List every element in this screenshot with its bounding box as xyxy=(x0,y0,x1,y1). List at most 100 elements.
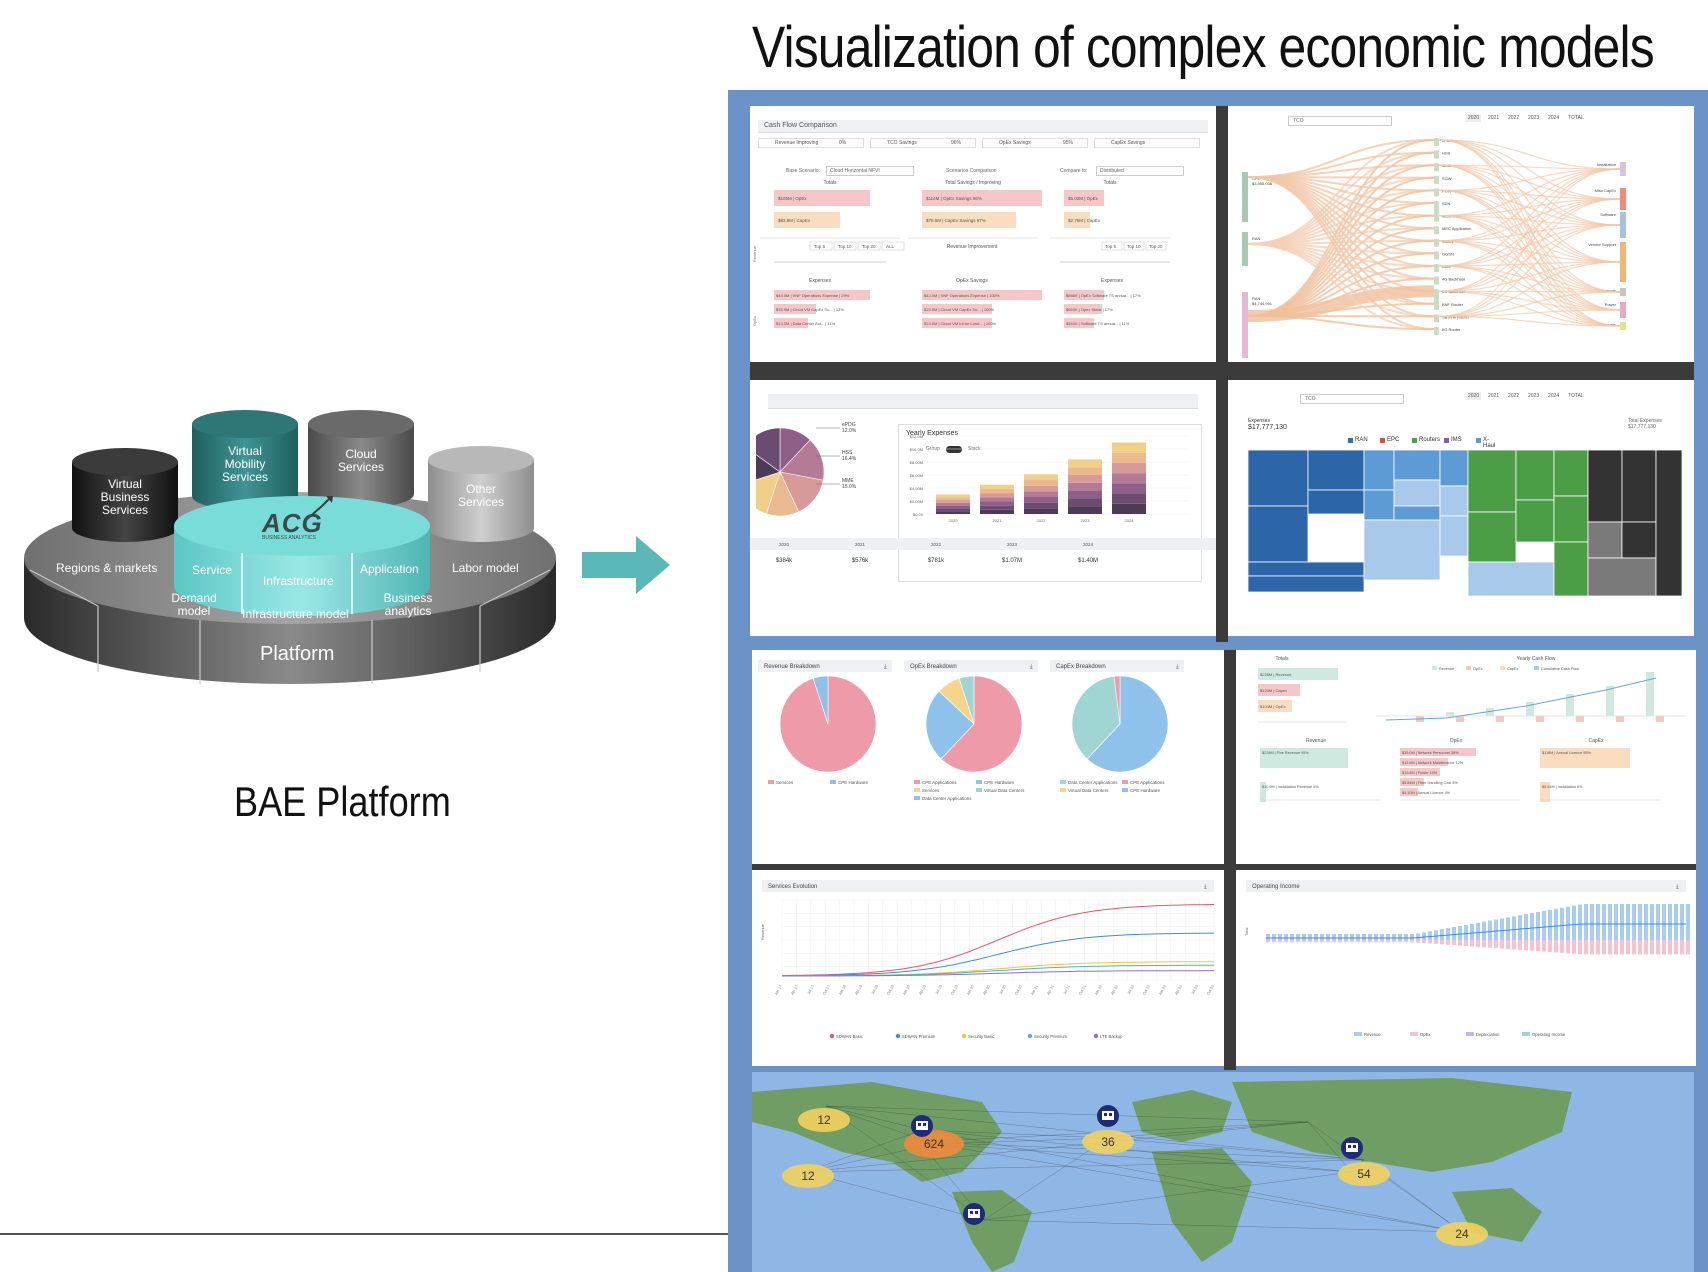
yearly-charts: ePDG12.0%HSS16.4%MME15.0%$0.00$2.00M$4.0… xyxy=(750,410,1216,564)
landmass xyxy=(1232,1078,1572,1172)
year-tab[interactable]: 2024 xyxy=(1548,115,1560,121)
top-button-label: Top 10 xyxy=(838,244,852,249)
connection-line xyxy=(919,1141,1365,1161)
top-button xyxy=(881,241,905,251)
kpi-value: 95% xyxy=(1063,140,1074,146)
sankey-right-label: Power xyxy=(1605,302,1617,307)
top-button xyxy=(809,241,833,251)
expense-bar-label: $15.9M | Cloud VM CapEx Su... | 13% xyxy=(776,307,844,312)
y-tick: $6.00M xyxy=(910,473,923,478)
breakdown-title: Revenue xyxy=(1306,738,1326,744)
base-scenario-select[interactable]: Cloud Horizontal NFVI xyxy=(826,166,914,176)
legend-label: OpEx xyxy=(1473,667,1483,671)
card-header xyxy=(762,880,1214,892)
cashflow-title: Cash Flow Comparison xyxy=(764,122,837,129)
connection-line xyxy=(933,1143,1463,1233)
pie-slice xyxy=(750,427,781,473)
year-tab[interactable]: 2024 xyxy=(1548,393,1560,399)
building-marker-icon xyxy=(911,1115,933,1137)
x-tick: Oct 23 xyxy=(1206,985,1215,996)
legend-swatch xyxy=(1060,788,1066,792)
acg-logo xyxy=(305,496,333,521)
year-tab[interactable]: 2021 xyxy=(1488,393,1500,399)
group-stack-toggle[interactable] xyxy=(946,446,962,453)
x-tick: Jan 23 xyxy=(1158,985,1167,996)
year-tab[interactable]: 2021 xyxy=(1488,115,1500,121)
series-line xyxy=(781,904,1215,976)
pie-label: ePDG xyxy=(842,422,856,428)
sankey-flow xyxy=(1438,164,1621,170)
axis-label-revenue: Revenue xyxy=(752,245,757,262)
legend-swatch xyxy=(1412,438,1417,443)
kpi-value: 0% xyxy=(839,140,847,146)
map-cluster xyxy=(782,1164,834,1188)
year-tab[interactable]: 2023 xyxy=(1528,393,1540,399)
legend-swatch xyxy=(1444,438,1449,443)
sankey-dropdown[interactable]: TCO xyxy=(1288,116,1392,126)
pie-pct: 12.0% xyxy=(842,428,857,434)
stacked-bar-segment xyxy=(1112,462,1146,474)
opex-bar xyxy=(1476,940,1480,947)
sankey-mid-node xyxy=(1434,226,1439,235)
cashflow-bar xyxy=(774,212,840,228)
sankey-left-label: RAN xyxy=(1252,296,1261,301)
pie-label: HSS xyxy=(842,450,853,456)
revenue-bar xyxy=(1638,904,1642,940)
year-tab[interactable]: 2022 xyxy=(1508,393,1520,399)
legend-swatch xyxy=(1500,666,1505,670)
compare-select[interactable]: Distributed xyxy=(1096,166,1184,176)
connection-line xyxy=(921,1129,1353,1173)
year-tab[interactable]: 2020 xyxy=(1466,392,1482,400)
legend-label: RAN xyxy=(1355,437,1368,443)
sankey-mid-node xyxy=(1434,238,1439,247)
year-tab[interactable]: 2023 xyxy=(1528,115,1540,121)
opex-bar xyxy=(1284,940,1288,943)
map-cluster xyxy=(904,1130,964,1158)
revenue-bar xyxy=(1326,934,1330,940)
totals-bar xyxy=(1258,700,1292,712)
opex-bar xyxy=(1332,940,1336,943)
treemap-cell xyxy=(1621,521,1657,559)
sankey-right-label: Misc CapEx xyxy=(1595,188,1616,193)
stacked-bar-segment xyxy=(1112,503,1146,514)
revenue-bar xyxy=(1542,910,1546,940)
cylinder-cloud xyxy=(308,410,414,508)
opex-bar xyxy=(1380,940,1384,943)
legend-label: CPE Hardware xyxy=(1130,788,1161,793)
breakdown-bar-label: $228M | Fixe Revenue 95% xyxy=(1262,751,1309,755)
year-tab[interactable]: TOTAL xyxy=(1568,393,1584,399)
x-tick: Jan 22 xyxy=(1094,985,1103,996)
opex-bar xyxy=(1464,940,1468,947)
treemap-dropdown[interactable]: TCO xyxy=(1300,394,1404,404)
opex-bar xyxy=(1296,940,1300,943)
sankey-flow xyxy=(1438,290,1621,327)
sankey-right-node xyxy=(1620,302,1626,318)
treemap-cell xyxy=(1467,511,1517,563)
y-axis-label: Total xyxy=(1244,927,1249,936)
cashflow-bar xyxy=(922,212,1016,228)
sankey-right-node xyxy=(1620,288,1626,296)
legend-label: OpEx xyxy=(1420,1032,1431,1037)
revenue-bar xyxy=(1290,934,1294,940)
cashflow-bar xyxy=(1064,190,1104,206)
year-tab[interactable]: TOTAL xyxy=(1568,115,1584,121)
revenue-bar xyxy=(1554,908,1558,940)
sankey-flow xyxy=(1438,265,1621,327)
sankey-mid-node xyxy=(1434,301,1439,310)
year-tab[interactable]: 2022 xyxy=(1508,115,1520,121)
revenue-bar xyxy=(1644,904,1648,940)
col-title: Totals xyxy=(823,180,837,186)
opex-bar xyxy=(1458,940,1462,946)
opex-bar xyxy=(1350,940,1354,943)
pie-slice xyxy=(940,675,1023,773)
opex-bar xyxy=(1608,940,1612,955)
pie-card-title: CapEx Breakdown xyxy=(1056,664,1106,670)
treemap-cell xyxy=(1307,449,1365,491)
connection-line xyxy=(921,1129,1109,1139)
revenue-bar xyxy=(1272,934,1276,940)
year-tab[interactable]: 2020 xyxy=(1466,114,1482,122)
ring-labor: Labor model xyxy=(452,561,519,575)
